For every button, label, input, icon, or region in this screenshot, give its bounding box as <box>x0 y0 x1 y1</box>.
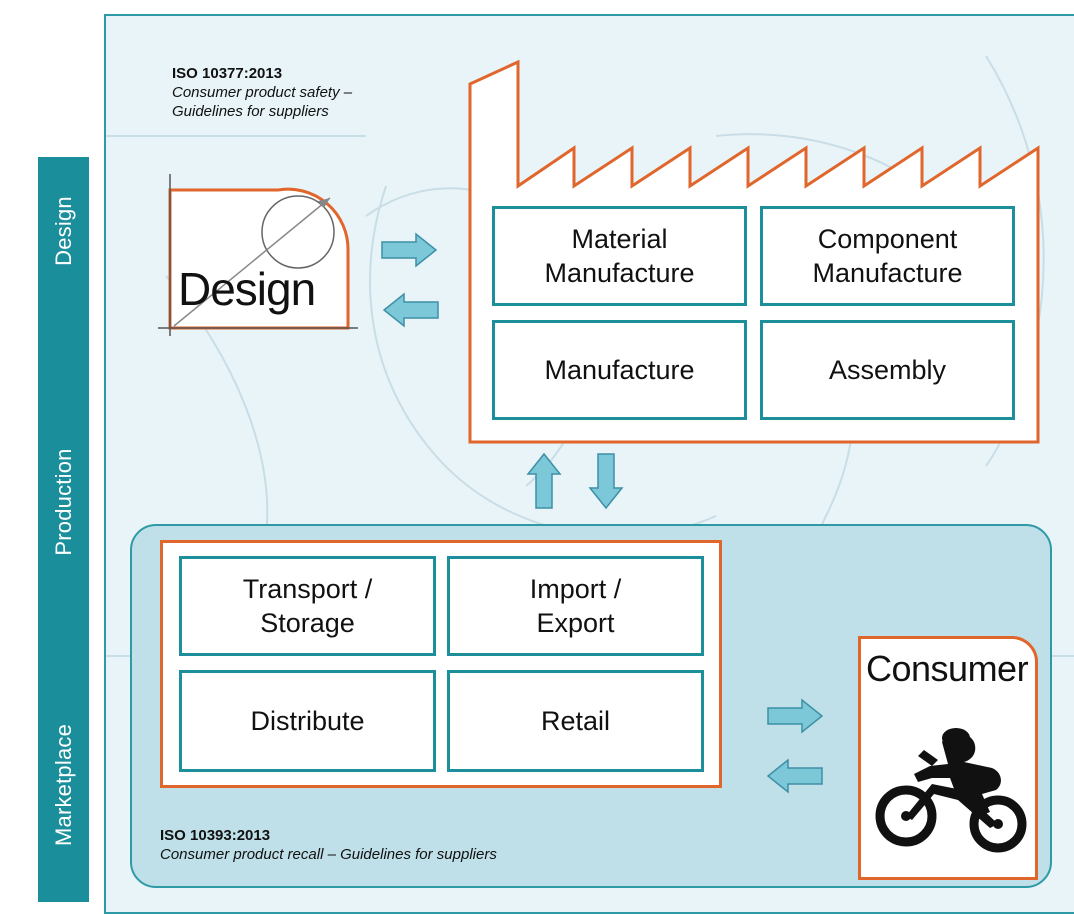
arrow-marketplace-to-production-icon <box>526 452 562 509</box>
cell-line: Export <box>536 608 615 638</box>
design-compass-circle <box>261 195 335 269</box>
market-cell-distribute: Distribute <box>179 670 436 772</box>
design-label: Design <box>178 263 316 315</box>
standard-recall-title: Consumer product recall – Guidelines for… <box>160 846 497 863</box>
standard-safety-title-line1: Consumer product safety – <box>172 84 353 101</box>
market-cell-transport-storage: Transport / Storage <box>179 556 436 656</box>
cell-line: Component <box>817 224 958 254</box>
standard-recall-code: ISO 10393:2013 <box>160 827 271 844</box>
production-cell-assembly: Assembly <box>760 320 1015 420</box>
cell-line: Import / <box>529 574 622 604</box>
production-cell-manufacture: Manufacture <box>492 320 747 420</box>
standard-safety: ISO 10377:2013 Consumer product safety –… <box>172 64 352 121</box>
phase-sidebar: Design Production Marketplace <box>38 157 89 902</box>
arrow-design-to-production-icon <box>381 232 438 268</box>
design-compass-line <box>173 197 331 327</box>
cell-line: Storage <box>260 608 355 638</box>
cyclist-icon <box>875 728 1027 853</box>
cell-line: Material <box>571 224 668 254</box>
standard-safety-code: ISO 10377:2013 <box>172 65 283 82</box>
cell-line: Manufacture <box>812 258 963 288</box>
consumer-label: Consumer <box>866 648 1029 689</box>
arrow-market-to-consumer-icon <box>767 698 824 734</box>
arrow-production-to-design-icon <box>382 292 439 328</box>
design-drawing <box>158 174 358 336</box>
cell-line: Manufacture <box>544 258 695 288</box>
standard-recall: ISO 10393:2013 Consumer product recall –… <box>160 826 497 864</box>
standard-safety-title-line2: Guidelines for suppliers <box>172 103 329 120</box>
cell-line: Transport / <box>242 574 373 604</box>
arrow-production-to-marketplace-icon <box>588 453 624 510</box>
market-cell-import-export: Import / Export <box>447 556 704 656</box>
market-cell-retail: Retail <box>447 670 704 772</box>
arrow-consumer-to-market-icon <box>766 758 823 794</box>
